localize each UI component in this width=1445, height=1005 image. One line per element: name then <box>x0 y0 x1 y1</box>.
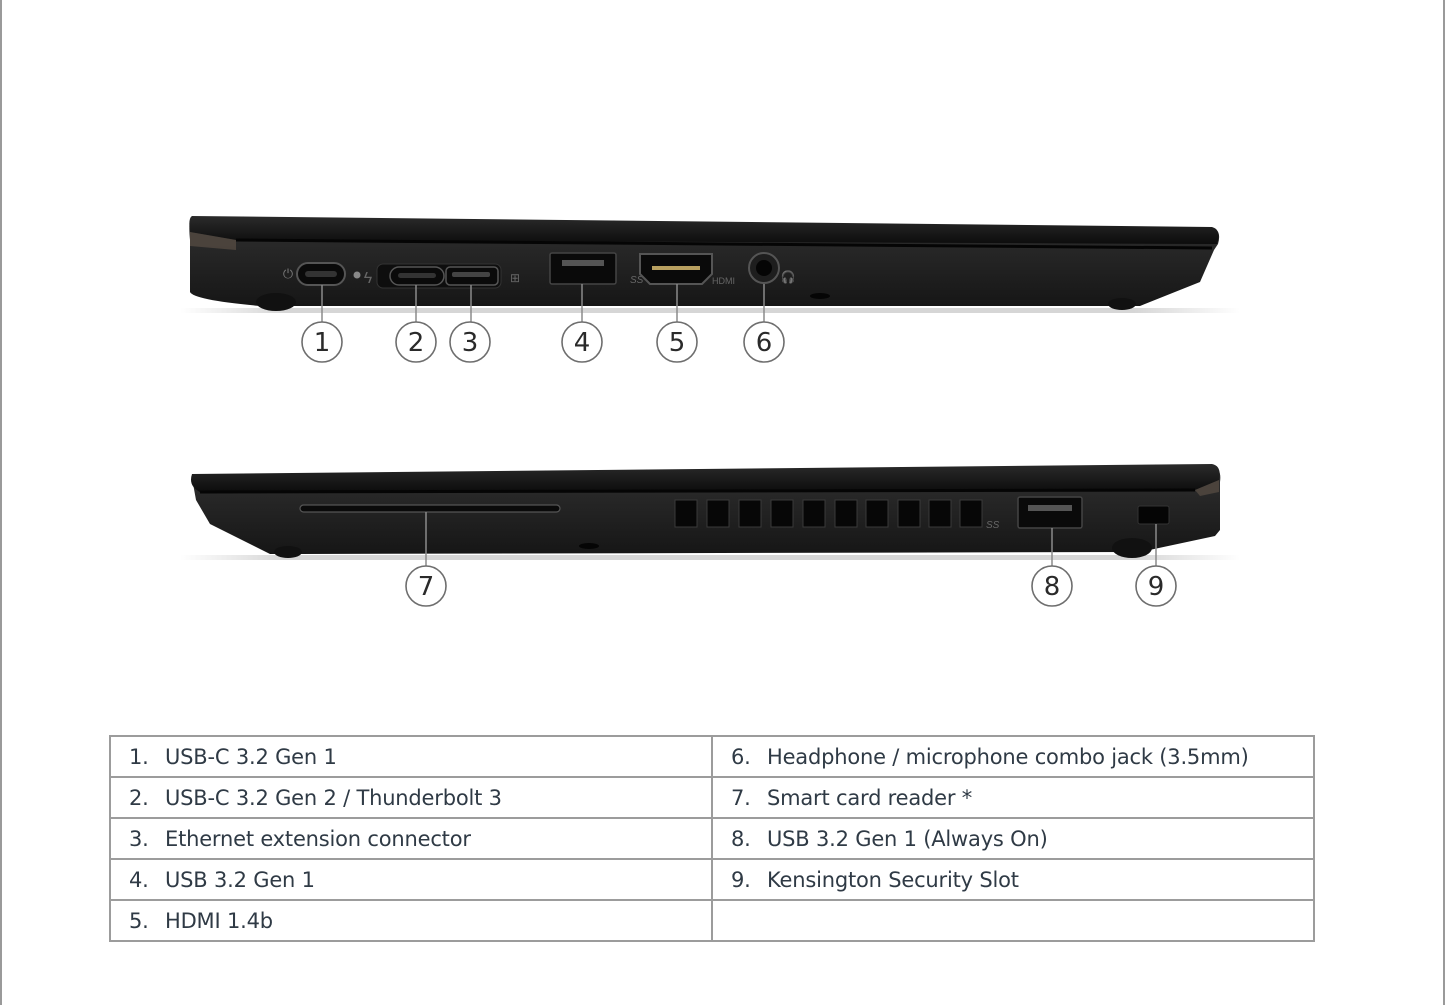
item-number: 2. <box>129 785 149 810</box>
port-cell-7: 7. Smart card reader * <box>711 776 1315 819</box>
svg-text:2: 2 <box>408 328 425 358</box>
table-row: 2. USB-C 3.2 Gen 2 / Thunderbolt 3 7. Smar… <box>109 776 1315 819</box>
item-label: USB-C 3.2 Gen 1 <box>165 744 337 769</box>
kensington-slot-9 <box>1137 505 1170 525</box>
item-label: Smart card reader * <box>767 785 973 810</box>
laptop-side-views: ⏻ ϟ ⊞ SS HDMI 🎧 1 2 3 4 5 6 <box>180 216 1240 607</box>
table-row: 4. USB 3.2 Gen 1 9. Kensington Security Sl… <box>109 858 1315 901</box>
callout-9: 9 <box>1135 565 1177 607</box>
table-row: 5. HDMI 1.4b <box>109 899 1315 942</box>
callout-8: 8 <box>1031 565 1073 607</box>
item-label: HDMI 1.4b <box>165 908 273 933</box>
port-cell-1: 1. USB-C 3.2 Gen 1 <box>109 735 713 778</box>
callout-3: 3 <box>449 321 491 363</box>
network-icon: ⊞ <box>510 271 520 285</box>
page-edge-right <box>1443 0 1445 1005</box>
callout-7: 7 <box>405 565 447 607</box>
item-label: Ethernet extension connector <box>165 826 471 851</box>
hdmi-label: HDMI <box>712 276 735 286</box>
port-cell-4: 4. USB 3.2 Gen 1 <box>109 858 713 901</box>
svg-text:4: 4 <box>574 328 591 358</box>
superspeed-usb-charge-icon: SS <box>986 520 1000 531</box>
svg-text:9: 9 <box>1148 572 1165 602</box>
thunderbolt-icon: ϟ <box>364 270 373 287</box>
item-number: 1. <box>129 744 149 769</box>
led-indicator-icon <box>353 271 361 279</box>
svg-text:1: 1 <box>314 328 331 358</box>
cooling-vents <box>674 499 983 528</box>
empty-cell <box>711 899 1315 942</box>
port-cell-6: 6. Headphone / microphone combo jack (3.5… <box>711 735 1315 778</box>
headset-icon: 🎧 <box>781 270 796 284</box>
svg-text:8: 8 <box>1044 572 1061 602</box>
page-edge-left <box>0 0 2 1005</box>
item-label: USB 3.2 Gen 1 <box>165 867 315 892</box>
item-number: 5. <box>129 908 149 933</box>
item-number: 6. <box>731 744 751 769</box>
item-number: 9. <box>731 867 751 892</box>
table-row: 1. USB-C 3.2 Gen 1 6. Headphone / micropho… <box>109 735 1315 778</box>
svg-text:7: 7 <box>418 572 435 602</box>
item-number: 4. <box>129 867 149 892</box>
item-label: Kensington Security Slot <box>767 867 1019 892</box>
item-number: 3. <box>129 826 149 851</box>
port-cell-5: 5. HDMI 1.4b <box>109 899 713 942</box>
item-number: 7. <box>731 785 751 810</box>
usb-a-port-8 <box>1017 496 1083 529</box>
ports-table: 1. USB-C 3.2 Gen 1 6. Headphone / micropho… <box>109 735 1315 942</box>
superspeed-usb-icon: SS <box>630 275 644 286</box>
port-cell-3: 3. Ethernet extension connector <box>109 817 713 860</box>
item-label: Headphone / microphone combo jack (3.5mm… <box>767 744 1249 769</box>
right-side-laptop: SS <box>180 464 1240 560</box>
svg-text:6: 6 <box>756 328 773 358</box>
left-side-laptop: ⏻ ϟ ⊞ SS HDMI 🎧 <box>180 216 1240 313</box>
port-cell-8: 8. USB 3.2 Gen 1 (Always On) <box>711 817 1315 860</box>
item-number: 8. <box>731 826 751 851</box>
usb-a-port-4 <box>549 252 617 285</box>
svg-text:3: 3 <box>462 328 479 358</box>
port-cell-9: 9. Kensington Security Slot <box>711 858 1315 901</box>
item-label: USB-C 3.2 Gen 2 / Thunderbolt 3 <box>165 785 502 810</box>
callout-5: 5 <box>656 321 698 363</box>
callout-1: 1 <box>301 321 343 363</box>
item-label: USB 3.2 Gen 1 (Always On) <box>767 826 1048 851</box>
port-cell-2: 2. USB-C 3.2 Gen 2 / Thunderbolt 3 <box>109 776 713 819</box>
callout-6: 6 <box>743 321 785 363</box>
callout-2: 2 <box>395 321 437 363</box>
power-icon: ⏻ <box>283 266 293 281</box>
smart-card-slot-7 <box>299 504 561 513</box>
table-row: 3. Ethernet extension connector 8. USB 3.2… <box>109 817 1315 860</box>
callout-4: 4 <box>561 321 603 363</box>
svg-text:5: 5 <box>669 328 686 358</box>
